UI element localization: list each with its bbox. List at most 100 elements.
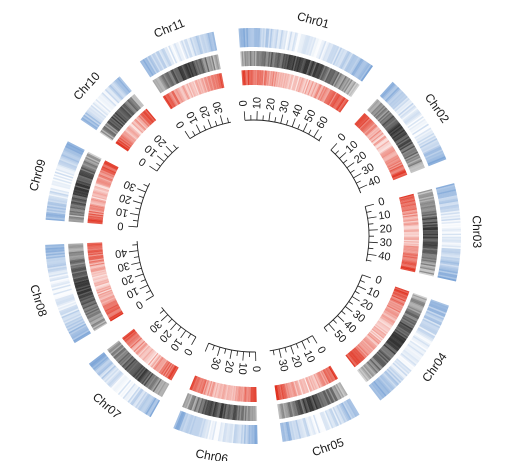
heat-bin-middle xyxy=(419,201,435,206)
heat-bin-middle xyxy=(72,271,88,277)
heat-bin-outer xyxy=(398,355,415,369)
heat-bin-middle xyxy=(419,266,435,272)
heat-bin-inner xyxy=(303,377,311,393)
heat-bin-outer xyxy=(60,308,79,317)
heat-bin-outer xyxy=(397,101,413,116)
heat-bin-outer xyxy=(345,399,357,418)
heat-bin-middle xyxy=(128,361,140,374)
heat-bin-outer xyxy=(376,378,391,394)
heat-bin-outer xyxy=(309,415,318,435)
heat-bin-inner xyxy=(93,277,109,284)
heat-bin-outer xyxy=(290,420,297,440)
heat-bin-middle xyxy=(314,393,322,409)
heat-bin-inner xyxy=(329,92,339,107)
heat-bin-middle xyxy=(419,196,435,202)
heat-bin-inner xyxy=(202,379,208,395)
heat-bin-inner xyxy=(200,379,207,395)
heat-bin-inner xyxy=(362,121,375,133)
heat-bin-outer xyxy=(105,87,121,103)
heat-bin-inner xyxy=(124,130,137,141)
minor-tick xyxy=(308,129,312,135)
minor-tick xyxy=(274,117,277,123)
heat-bin-inner xyxy=(317,86,326,101)
heat-bin-outer xyxy=(338,403,349,422)
heat-bin-outer xyxy=(441,218,461,222)
heat-bin-middle xyxy=(216,402,221,418)
heat-bin-middle xyxy=(78,174,93,181)
heat-bin-middle xyxy=(368,99,380,112)
heat-bin-outer xyxy=(334,405,345,424)
chromosome-label: Chr08 xyxy=(27,283,50,319)
heat-bin-inner xyxy=(362,338,375,350)
heat-bin-outer xyxy=(385,369,401,385)
heat-bin-inner xyxy=(386,159,401,168)
heat-bin-outer xyxy=(67,320,85,331)
heat-bin-inner xyxy=(400,198,416,204)
heat-bin-inner xyxy=(99,170,115,178)
heat-bin-inner xyxy=(385,307,399,317)
heat-bin-middle xyxy=(68,243,84,246)
heat-bin-outer xyxy=(121,382,135,399)
heat-bin-middle xyxy=(191,61,198,76)
heat-bin-outer xyxy=(118,76,132,93)
heat-bin-outer xyxy=(438,268,458,274)
heat-bin-outer xyxy=(47,263,67,269)
heat-bin-middle xyxy=(334,73,344,88)
heat-bin-outer xyxy=(266,28,270,48)
heat-bin-middle xyxy=(397,323,412,333)
heat-bin-outer xyxy=(400,352,417,367)
major-tick xyxy=(362,274,371,279)
heat-bin-inner xyxy=(402,215,418,219)
heat-bin-middle xyxy=(421,213,437,217)
heat-bin-inner xyxy=(167,92,177,107)
heat-bin-middle xyxy=(102,126,116,137)
heat-bin-inner xyxy=(374,324,388,335)
heat-bin-outer xyxy=(98,362,115,377)
major-tick xyxy=(351,296,360,302)
heat-bin-middle xyxy=(393,329,408,340)
heat-bin-inner xyxy=(308,81,316,97)
heat-bin-middle xyxy=(278,53,283,69)
heat-bin-outer xyxy=(413,334,431,346)
heat-bin-inner xyxy=(291,75,297,91)
heat-bin-outer xyxy=(54,172,73,180)
heat-bin-inner xyxy=(353,347,366,360)
heat-bin-middle xyxy=(116,109,129,122)
heat-bin-inner xyxy=(165,364,175,379)
heat-bin-inner xyxy=(377,320,391,330)
heat-bin-middle xyxy=(422,220,438,223)
heat-bin-middle xyxy=(367,360,379,373)
heat-bin-outer xyxy=(414,333,432,345)
heat-bin-outer xyxy=(61,152,80,162)
heat-bin-middle xyxy=(422,247,438,251)
heat-bin-outer xyxy=(231,423,235,444)
heat-bin-middle xyxy=(408,302,424,310)
heat-bin-outer xyxy=(71,328,89,340)
heat-bin-inner xyxy=(206,381,213,396)
heat-bin-inner xyxy=(403,222,419,226)
heat-bin-inner xyxy=(288,74,294,90)
heat-bin-outer xyxy=(56,166,75,175)
heat-bin-outer xyxy=(441,221,461,225)
heat-bin-outer xyxy=(418,135,436,147)
heat-bin-outer xyxy=(183,414,192,433)
heat-bin-inner xyxy=(124,129,138,140)
heat-bin-middle xyxy=(107,340,120,351)
heat-bin-middle xyxy=(212,55,218,71)
heat-bin-inner xyxy=(93,187,109,194)
heat-bin-outer xyxy=(337,404,348,423)
minor-tick xyxy=(133,256,139,258)
heat-bin-inner xyxy=(402,253,418,257)
heat-bin-middle xyxy=(270,51,274,68)
heat-bin-middle xyxy=(99,131,113,141)
heat-bin-inner xyxy=(328,366,337,380)
heat-bin-inner xyxy=(394,286,410,293)
heat-bin-outer xyxy=(315,39,324,59)
heat-bin-middle xyxy=(311,395,319,410)
heat-bin-inner xyxy=(153,356,164,370)
chromosome-axis xyxy=(136,241,154,296)
heat-bin-inner xyxy=(299,78,307,93)
heat-bin-outer xyxy=(396,100,412,115)
heat-bin-outer xyxy=(430,300,449,309)
